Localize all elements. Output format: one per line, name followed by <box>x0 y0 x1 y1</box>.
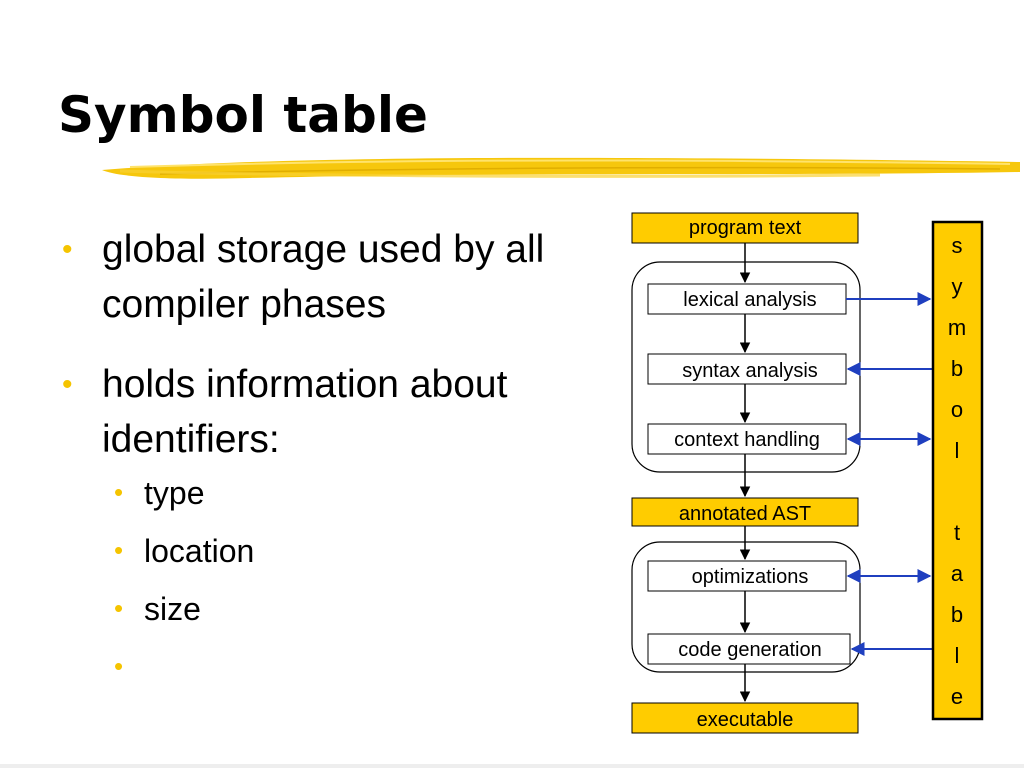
annotated-ast-box <box>631 497 859 527</box>
bullet-dot-icon: • <box>114 535 124 565</box>
context-handling-label: context handling <box>674 429 820 451</box>
bullet-dot-icon: • <box>114 593 124 623</box>
slide-title: Symbol table <box>58 86 428 144</box>
context-handling-box <box>647 423 847 455</box>
code-generation-label: code generation <box>678 639 821 661</box>
sub-bullet-list: • type • location • size • <box>62 464 602 681</box>
bullet-list: • global storage used by all compiler ph… <box>62 222 602 681</box>
bullet-text: global storage used by all compiler phas… <box>102 228 545 326</box>
program-text-label: program text <box>689 217 802 239</box>
sub-bullet-item: • type <box>114 464 602 522</box>
symbol-table-box <box>931 220 984 721</box>
symbol-table-letter: b <box>951 356 963 381</box>
bullet-dot-icon: • <box>62 233 73 266</box>
lexical-analysis-label: lexical analysis <box>683 289 816 311</box>
footer-divider <box>0 764 1024 768</box>
optimizations-box <box>647 560 847 592</box>
syntax-analysis-box <box>647 353 847 385</box>
sub-bullet-item: • location <box>114 522 602 580</box>
executable-label: executable <box>697 709 794 731</box>
sub-bullet-text: size <box>144 591 201 627</box>
title-underline-brush <box>102 157 1020 179</box>
symbol-table-letter: b <box>951 602 963 627</box>
symbol-table-letter: m <box>948 315 966 340</box>
bullet-item: • holds information about identifiers: <box>62 357 602 467</box>
bullet-text: holds information about identifiers: <box>102 363 508 461</box>
lexical-analysis-box <box>647 283 847 315</box>
symbol-table-letter: e <box>951 684 963 709</box>
bullet-item: • global storage used by all compiler ph… <box>62 222 602 332</box>
symbol-table-letter: t <box>954 520 960 545</box>
executable-box <box>631 702 859 734</box>
symbol-table-letter: l <box>955 643 960 668</box>
symbol-table-letter: s <box>952 233 963 258</box>
optimizations-label: optimizations <box>692 566 809 588</box>
symbol-table-letter: l <box>955 438 960 463</box>
symbol-table-letter: y <box>952 274 963 299</box>
symbol-table-letter: a <box>951 561 964 586</box>
bullet-dot-icon: • <box>62 368 73 401</box>
sub-bullet-text: location <box>144 533 255 569</box>
code-generation-box <box>647 633 851 665</box>
syntax-analysis-label: syntax analysis <box>682 360 818 382</box>
bullet-dot-icon: • <box>114 651 124 681</box>
bullet-dot-icon: • <box>114 477 124 507</box>
program-text-box <box>631 212 859 244</box>
sub-bullet-item: • size <box>114 580 602 638</box>
sub-bullet-text: type <box>144 475 205 511</box>
symbol-table-letter: o <box>951 397 963 422</box>
annotated-ast-label: annotated AST <box>679 503 811 525</box>
